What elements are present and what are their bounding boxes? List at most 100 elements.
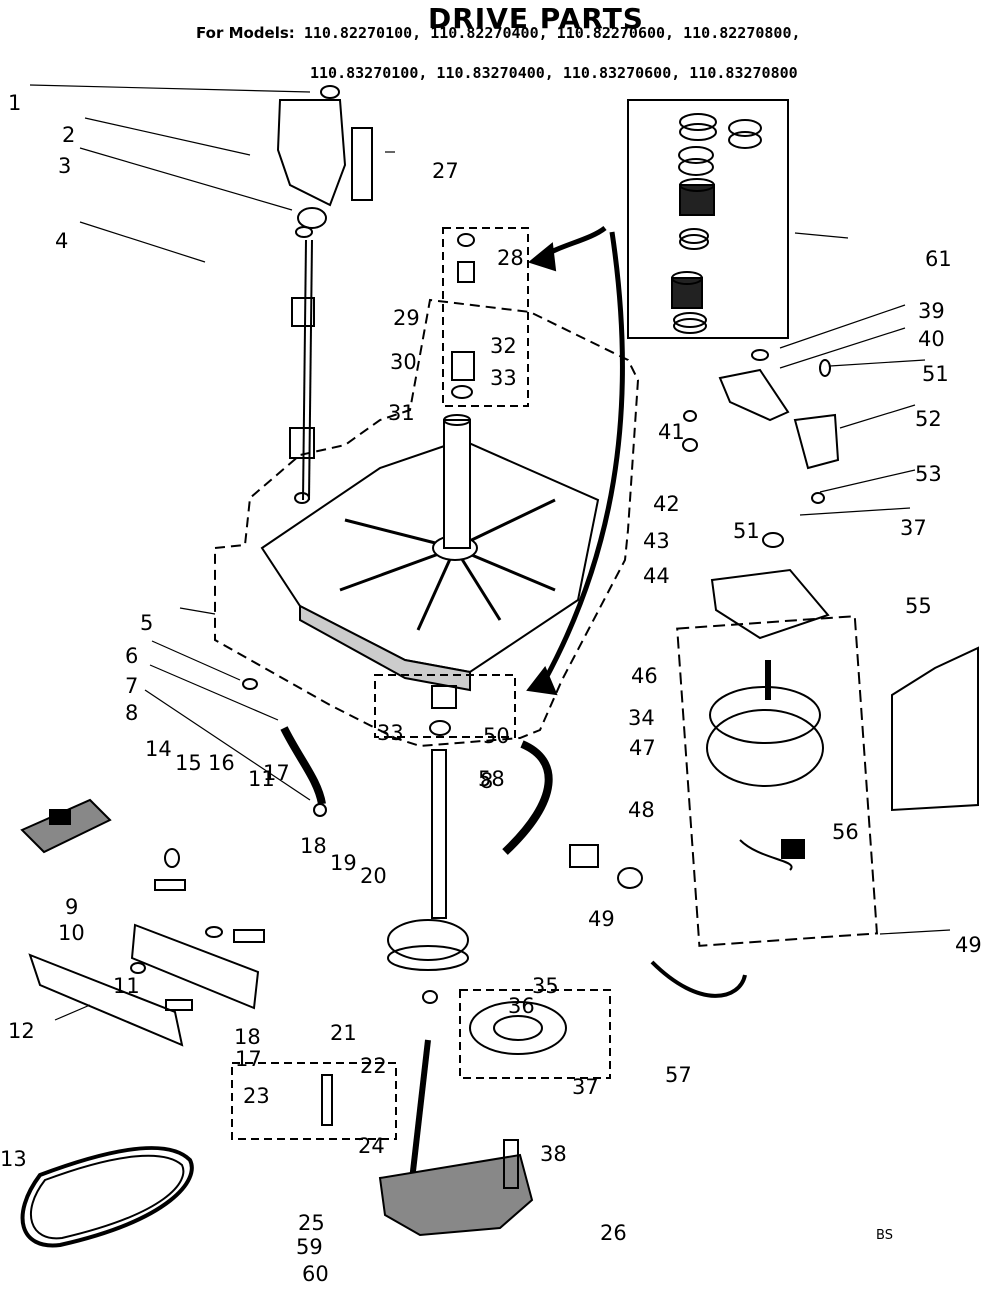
callout-18: 18 — [234, 1025, 261, 1049]
callout-42: 42 — [653, 492, 680, 516]
callout-40: 40 — [918, 327, 945, 351]
base-plate-edge — [299, 604, 471, 692]
callout-39: 39 — [918, 299, 945, 323]
callout-11: 11 — [248, 767, 275, 791]
callout-37: 37 — [900, 516, 927, 540]
callout-19: 19 — [330, 851, 357, 875]
corner-code: BS — [876, 1228, 893, 1243]
callout-16: 16 — [208, 751, 235, 775]
motor-55 — [706, 709, 824, 787]
callout-26: 26 — [600, 1221, 627, 1245]
callout-6: 6 — [125, 644, 138, 668]
callout-47: 47 — [629, 736, 656, 760]
linkage-parts — [20, 798, 265, 1047]
bearing-box-bottom — [374, 674, 516, 738]
box-23-24 — [231, 1062, 397, 1140]
callout-44: 44 — [643, 564, 670, 588]
callout-33: 33 — [377, 721, 404, 745]
callout-52: 52 — [915, 407, 942, 431]
callout-56: 56 — [832, 820, 859, 844]
callout-23: 23 — [243, 1084, 270, 1108]
clutch-20 — [387, 919, 469, 961]
strap-58 — [502, 740, 553, 855]
seal-kit-parts — [671, 113, 762, 334]
callout-49: 49 — [588, 907, 615, 931]
callout-15: 15 — [175, 751, 202, 775]
callout-28: 28 — [497, 246, 524, 270]
callout-41: 41 — [658, 420, 685, 444]
models-list-1: 110.82270100, 110.82270400, 110.82270600… — [303, 24, 801, 42]
arrow-head-top — [527, 242, 557, 272]
callout-50: 50 — [483, 724, 510, 748]
drive-belt — [20, 1146, 194, 1248]
callout-49: 49 — [955, 933, 982, 957]
callout-48: 48 — [628, 798, 655, 822]
callout-21: 21 — [330, 1021, 357, 1045]
models-line-1: For Models: 110.82270100, 110.82270400, … — [196, 24, 801, 42]
callout-11: 11 — [113, 974, 140, 998]
bearing-box-top — [442, 227, 529, 407]
spring-57 — [650, 960, 747, 998]
drive-shaft — [431, 749, 447, 919]
callout-57: 57 — [665, 1063, 692, 1087]
callout-53: 53 — [915, 462, 942, 486]
motor-box — [676, 615, 879, 947]
callout-22: 22 — [360, 1054, 387, 1078]
callout-20: 20 — [360, 864, 387, 888]
bracket-2 — [276, 99, 347, 207]
callout-29: 29 — [393, 306, 420, 330]
callout-10: 10 — [58, 921, 85, 945]
callout-4: 4 — [55, 229, 68, 253]
callout-36: 36 — [508, 994, 535, 1018]
bracket-52 — [793, 413, 840, 470]
link-7 — [280, 726, 326, 805]
callout-43: 43 — [643, 529, 670, 553]
callout-60: 60 — [302, 1262, 329, 1286]
leader-lines — [29, 84, 951, 1021]
cover-55 — [891, 646, 979, 812]
callout-61: 61 — [925, 247, 952, 271]
callout-46: 46 — [631, 664, 658, 688]
arrow-head-bottom — [526, 666, 558, 696]
base-dashed-outline — [214, 298, 640, 748]
callout-12: 12 — [8, 1019, 35, 1043]
callout-59: 59 — [296, 1235, 323, 1259]
callout-17: 17 — [235, 1047, 262, 1071]
callout-37: 37 — [572, 1075, 599, 1099]
part-27-bar — [351, 127, 373, 201]
callout-1: 1 — [8, 91, 21, 115]
pulley-box — [459, 989, 611, 1079]
callout-5: 5 — [140, 611, 153, 635]
models-line-2: 110.83270100, 110.83270400, 110.83270600… — [310, 64, 798, 82]
curved-arrow-long — [542, 231, 625, 682]
capacitor-47 — [569, 844, 599, 868]
bracket-40 — [718, 368, 790, 422]
callout-9: 9 — [65, 895, 78, 919]
center-post — [443, 419, 471, 549]
models-label: For Models: — [196, 24, 295, 42]
callout-30: 30 — [390, 350, 417, 374]
callout-14: 14 — [145, 737, 172, 761]
gearcase-26 — [378, 1153, 534, 1237]
callout-35: 35 — [532, 974, 559, 998]
callout-27: 27 — [432, 159, 459, 183]
callout-8: 8 — [125, 701, 138, 725]
callout-25: 25 — [298, 1211, 325, 1235]
callout-8: 8 — [480, 769, 493, 793]
callout-13: 13 — [0, 1147, 27, 1171]
callout-18: 18 — [300, 834, 327, 858]
lever-rod-assembly — [276, 85, 373, 504]
callout-34: 34 — [628, 706, 655, 730]
callout-31: 31 — [388, 401, 415, 425]
callout-51: 51 — [922, 362, 949, 386]
callout-2: 2 — [62, 123, 75, 147]
callout-17: 17 — [263, 761, 290, 785]
callout-7: 7 — [125, 674, 138, 698]
callout-51: 51 — [733, 519, 760, 543]
callout-33: 33 — [490, 366, 517, 390]
callout-38: 38 — [540, 1142, 567, 1166]
callout-55: 55 — [905, 594, 932, 618]
callout-24: 24 — [358, 1134, 385, 1158]
